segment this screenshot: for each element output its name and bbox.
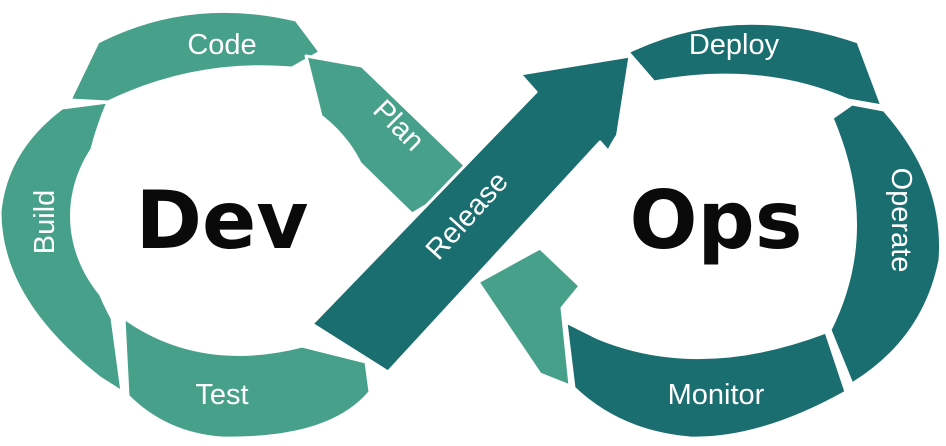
operate-segment [828,102,943,386]
stage-label-deploy: Deploy [689,29,780,61]
deploy-segment [626,21,884,108]
ops-title: Ops [630,174,803,267]
dev-inner-hole [70,82,374,350]
release-segment [310,54,632,374]
dev-loop [0,9,582,440]
stage-label-operate: Operate [885,168,917,273]
ops-loop [310,21,943,440]
dev-title: Dev [136,174,309,267]
stage-label-test: Test [195,379,248,411]
ops-inner-hole [592,76,852,356]
monitor-segment [564,320,848,440]
stage-label-code: Code [187,29,256,61]
stage-label-build: Build [29,190,61,255]
code-segment [68,9,322,104]
center-crossing-lower [476,246,582,388]
stage-label-monitor: Monitor [668,379,765,411]
test-segment [122,316,372,440]
